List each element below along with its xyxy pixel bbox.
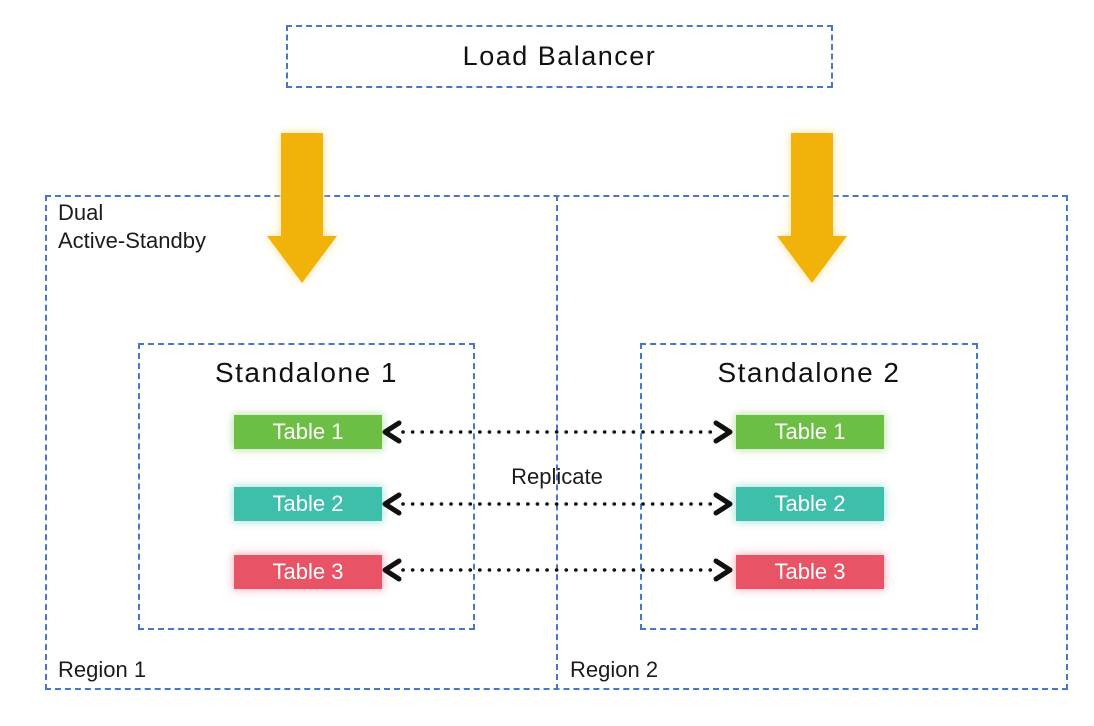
- cluster-label-line2: Active-Standby: [58, 228, 206, 253]
- table-label: Table 1: [774, 419, 846, 444]
- standalone-1-title: Standalone 1: [214, 357, 399, 388]
- standalone-2-table-1: Table 1: [736, 415, 884, 449]
- region-1-label: Region 1: [58, 657, 147, 682]
- standalone-1-table-2: Table 2: [234, 487, 382, 521]
- cluster-label-line1: Dual: [58, 200, 104, 225]
- standalone-1-node: Standalone 1 Table 1 Table 2 Table 3: [138, 343, 475, 630]
- load-balancer-node: Load Balancer: [286, 25, 833, 88]
- standalone-2-table-3: Table 3: [736, 555, 884, 589]
- load-balancer-label: Load Balancer: [462, 41, 657, 71]
- table-label: Table 3: [774, 559, 846, 584]
- table-label: Table 2: [774, 491, 846, 516]
- cluster-label: Dual Active-Standby: [58, 199, 206, 255]
- standalone-1-table-3: Table 3: [234, 555, 382, 589]
- table-label: Table 1: [272, 419, 344, 444]
- table-label: Table 3: [272, 559, 344, 584]
- region-divider: [556, 195, 558, 690]
- region-2-label: Region 2: [570, 657, 659, 682]
- standalone-2-table-2: Table 2: [736, 487, 884, 521]
- standalone-2-node: Standalone 2 Table 1 Table 2 Table 3: [640, 343, 978, 630]
- replicate-label: Replicate: [511, 464, 603, 489]
- standalone-1-table-1: Table 1: [234, 415, 382, 449]
- standalone-2-title: Standalone 2: [717, 357, 901, 388]
- table-label: Table 2: [272, 491, 344, 516]
